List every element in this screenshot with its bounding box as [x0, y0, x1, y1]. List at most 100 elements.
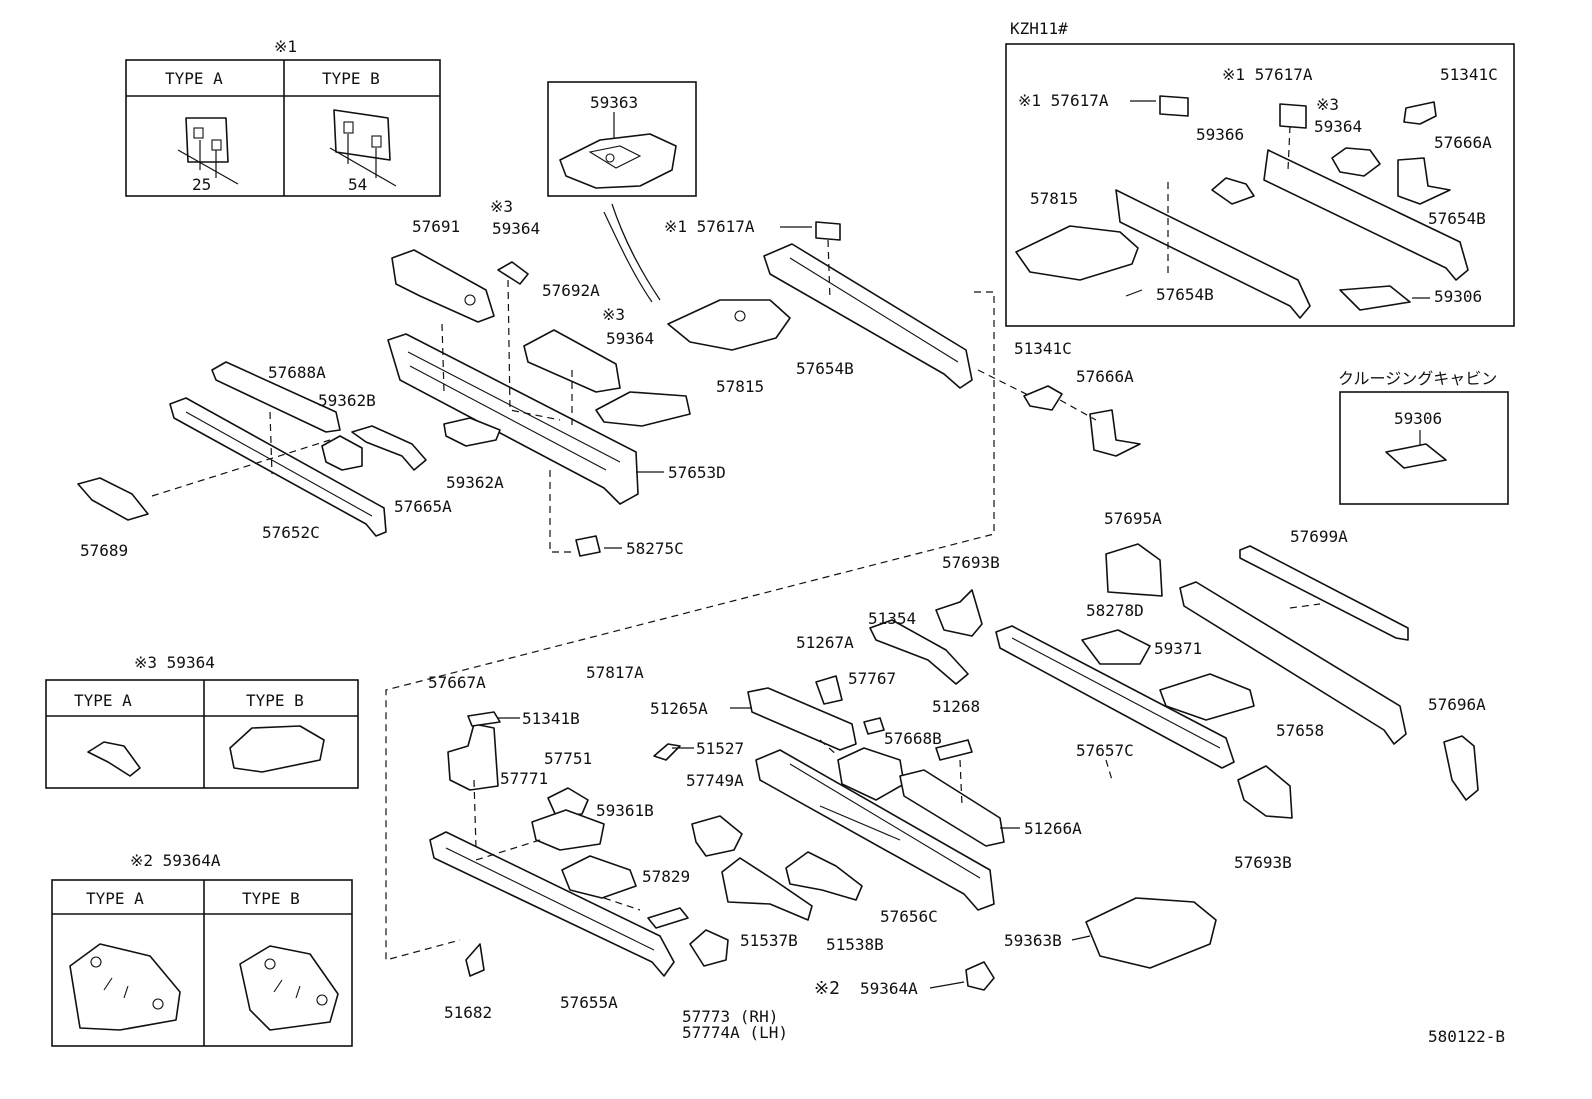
label-51265a: 51265A — [650, 699, 708, 718]
part-57665a — [351, 425, 427, 471]
kzh-label-57617a-1: ※1 57617A — [1018, 91, 1109, 110]
part-57692a — [523, 329, 621, 393]
kzh-label-57815: 57815 — [1030, 189, 1078, 208]
label-51267a: 51267A — [796, 633, 854, 652]
part-59361b — [561, 855, 637, 899]
kzh11-title: KZH11# — [1010, 19, 1068, 38]
table2-heading: ※2 59364A — [130, 851, 221, 870]
part-57829 — [647, 907, 689, 929]
part-57689 — [77, 477, 149, 521]
label-51341c: 51341C — [1014, 339, 1072, 358]
table1-type-b: TYPE B — [322, 69, 380, 88]
part-59364a — [965, 961, 995, 991]
table1-type-a-bracket — [177, 117, 239, 185]
part-57653d — [387, 333, 639, 505]
part-51354 — [869, 619, 969, 685]
label-57689: 57689 — [80, 541, 128, 560]
part-57773 — [689, 929, 729, 967]
label-58275c: 58275C — [626, 539, 684, 558]
kzh-label-59306: 59306 — [1434, 287, 1482, 306]
label-57749a: 57749A — [686, 771, 744, 790]
part-57815 — [667, 299, 791, 351]
part-59362a — [443, 417, 501, 447]
table3-type-b: TYPE B — [246, 691, 304, 710]
label-51354: 51354 — [868, 609, 916, 628]
label-57829: 57829 — [642, 867, 690, 886]
table2-type-a: TYPE A — [86, 889, 144, 908]
label-59364a: 59364A — [860, 979, 918, 998]
lower-parts — [429, 543, 1479, 991]
label-59362a: 59362A — [446, 473, 504, 492]
table3-heading: ※3 59364 — [134, 653, 215, 672]
part-57693b-bottom — [1237, 765, 1293, 819]
part-57617a — [815, 221, 841, 241]
part-57658 — [1179, 581, 1407, 745]
kzh-label-57654b-2: 57654B — [1428, 209, 1486, 228]
label-57815: 57815 — [716, 377, 764, 396]
label-59362b: 59362B — [318, 391, 376, 410]
table1-dim-b: 54 — [348, 175, 367, 194]
part-57667a — [447, 723, 499, 791]
label-57771: 57771 — [500, 769, 548, 788]
label-57767: 57767 — [848, 669, 896, 688]
part-51527 — [653, 743, 681, 761]
part-57696a — [1443, 735, 1479, 801]
part-57695a — [1105, 543, 1163, 597]
part-57688a — [211, 361, 341, 433]
part-57654b — [763, 243, 973, 389]
label-57695a: 57695A — [1104, 509, 1162, 528]
part-51267a — [815, 675, 843, 705]
label-59371: 59371 — [1154, 639, 1202, 658]
label-57657c: 57657C — [1076, 741, 1134, 760]
table2-type-b: TYPE B — [242, 889, 300, 908]
part-51682 — [465, 943, 485, 977]
label-57751: 57751 — [544, 749, 592, 768]
label-58278d: 58278D — [1086, 601, 1144, 620]
guide-lines — [151, 125, 1430, 989]
label-51341b: 51341B — [522, 709, 580, 728]
kzh-label-57617a-2: ※1 57617A — [1222, 65, 1313, 84]
table1-dim-a: 25 — [192, 175, 211, 194]
part-51266a — [899, 769, 1005, 847]
kzh-label-59364: 59364 — [1314, 117, 1362, 136]
part-51341b — [467, 711, 501, 727]
kzh-label-59366: 59366 — [1196, 125, 1244, 144]
cruising-cabin-box: クルージングキャビン 59306 — [1338, 369, 1509, 505]
label-59364a-mark: ※2 — [814, 978, 840, 999]
part-51268 — [935, 739, 973, 761]
label-57654b: 57654B — [796, 359, 854, 378]
label-57653d: 57653D — [668, 463, 726, 482]
label-59364-mark: ※3 — [490, 197, 513, 216]
label-59361b: 59361B — [596, 801, 654, 820]
label-57665a: 57665A — [394, 497, 452, 516]
part-57655a — [429, 831, 675, 977]
part-57691 — [391, 249, 495, 323]
label-57692a: 57692A — [542, 281, 600, 300]
cruising-part: 59306 — [1394, 409, 1442, 428]
part-57693b-top — [935, 589, 983, 637]
label-57693b-bottom: 57693B — [1234, 853, 1292, 872]
label-57693b-top: 57693B — [942, 553, 1000, 572]
label-59363b: 59363B — [1004, 931, 1062, 950]
label-57655a: 57655A — [560, 993, 618, 1012]
table1-type-b-bracket — [329, 109, 397, 187]
label-57688a: 57688A — [268, 363, 326, 382]
label-51538b: 51538B — [826, 935, 884, 954]
inset-59363: 59363 — [547, 81, 697, 303]
kzh11-box: KZH11# ※1 57617A ※1 57617A ※3 59364 5134… — [1005, 19, 1515, 327]
inset-59363-label: 59363 — [590, 93, 638, 112]
label-57817a: 57817A — [586, 663, 644, 682]
part-57767 — [863, 717, 885, 735]
label-57652c: 57652C — [262, 523, 320, 542]
cruising-title: クルージングキャビン — [1338, 369, 1497, 388]
part-59364-small — [497, 261, 529, 285]
kzh-label-note3: ※3 — [1316, 95, 1339, 114]
label-57774a: 57774A (LH) — [682, 1023, 788, 1042]
label-51537b: 51537B — [740, 931, 798, 950]
part-57666a — [1089, 409, 1141, 457]
part-57699a — [1239, 545, 1409, 641]
part-57751 — [547, 787, 589, 817]
part-57656c — [755, 749, 995, 911]
label-57696a: 57696A — [1428, 695, 1486, 714]
label-57656c: 57656C — [880, 907, 938, 926]
